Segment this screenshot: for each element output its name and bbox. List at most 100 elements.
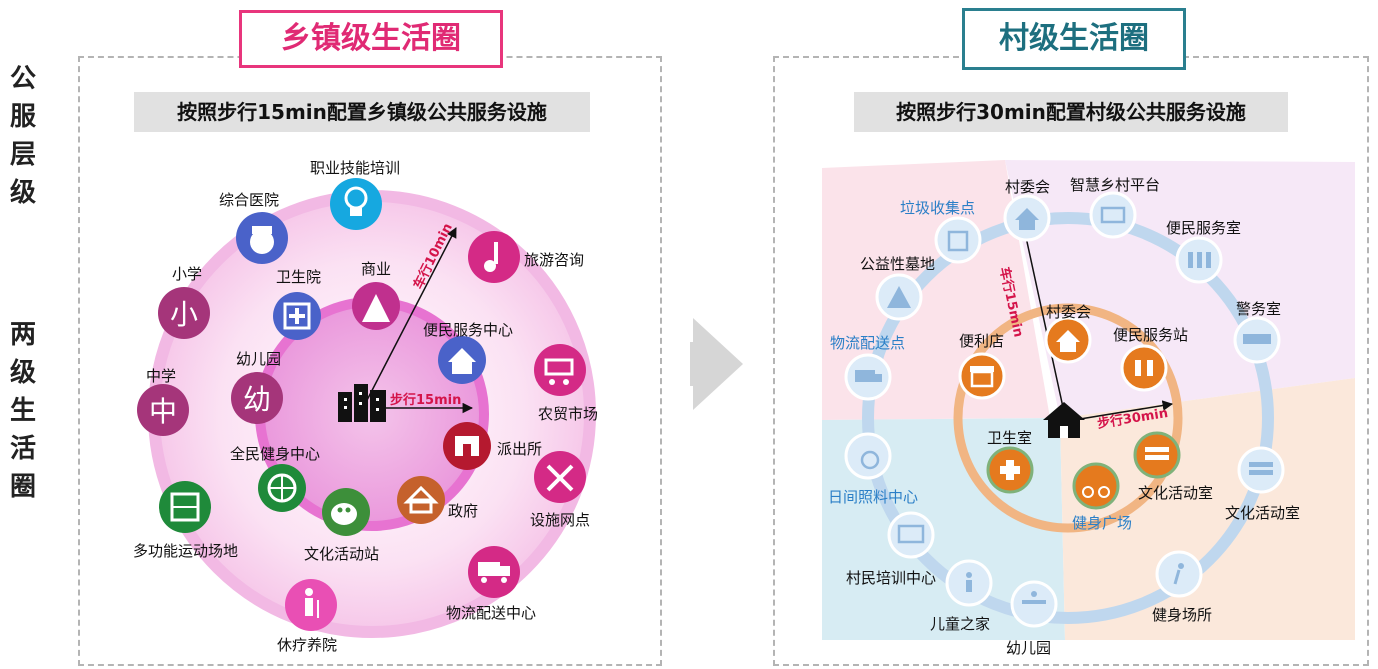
label-training: 村民培训中心 xyxy=(846,569,937,587)
palette-icon xyxy=(322,488,370,536)
transition-arrow-tail xyxy=(690,342,712,386)
hammer-icon xyxy=(534,451,586,503)
medical-cross-icon xyxy=(986,446,1034,494)
house-icon xyxy=(438,336,486,384)
label-sports-field: 多功能运动场地 xyxy=(133,542,239,560)
label-fitness: 健身场所 xyxy=(1152,606,1213,624)
label-logistics: 物流配送中心 xyxy=(446,604,537,622)
label-vocational: 职业技能培训 xyxy=(310,159,401,177)
label-facility: 设施网点 xyxy=(530,511,591,529)
label-delivery: 物流配送点 xyxy=(830,334,906,352)
label-hospital: 综合医院 xyxy=(219,191,280,209)
child-icon xyxy=(945,559,993,607)
cart-icon xyxy=(534,344,586,396)
label-tourism: 旅游咨询 xyxy=(524,251,585,269)
side-char: 级 xyxy=(9,178,36,208)
delivery-truck-icon xyxy=(844,353,892,401)
label-primary: 小学 xyxy=(172,265,203,283)
label-culture-outer: 文化活动室 xyxy=(1225,504,1301,522)
police-car-icon xyxy=(1233,316,1281,364)
books-icon xyxy=(1133,431,1181,479)
side-char: 生 xyxy=(9,396,36,426)
committee-inner-icon xyxy=(1044,316,1092,364)
label-service-station: 便民服务站 xyxy=(1113,326,1189,344)
label-service-center: 便民服务中心 xyxy=(423,321,514,339)
village-subtitle: 按照步行30min配置村级公共服务设施 xyxy=(854,92,1288,132)
police-station-icon xyxy=(443,422,491,470)
government-house-icon xyxy=(397,476,445,524)
label-nursing: 休疗养院 xyxy=(277,636,338,654)
village-drive-arrow xyxy=(1020,226,1065,413)
label-committee-outer: 村委会 xyxy=(1005,178,1051,196)
truck-icon xyxy=(468,546,520,598)
village-title: 村级生活圈 xyxy=(962,8,1186,70)
side-char: 圈 xyxy=(9,472,36,502)
label-cemetery: 公益性墓地 xyxy=(860,255,936,273)
township-subtitle: 按照步行15min配置乡镇级公共服务设施 xyxy=(134,92,590,132)
side-char: 公 xyxy=(9,64,36,94)
side-char: 级 xyxy=(9,358,36,388)
label-fitness-center: 全民健身中心 xyxy=(230,445,321,463)
nurse-icon xyxy=(236,212,288,264)
label-kindergarten-village: 幼儿园 xyxy=(1006,639,1052,657)
suit-icon xyxy=(352,282,400,330)
bicycle-icon xyxy=(1072,462,1120,510)
bulb-icon xyxy=(330,178,382,230)
label-clinic: 卫生院 xyxy=(276,268,322,286)
middle-glyph: 中 xyxy=(149,395,177,428)
store-icon xyxy=(958,352,1006,400)
side-char: 活 xyxy=(9,434,36,464)
people-icon xyxy=(1175,236,1223,284)
kindergarten-icon: 幼 xyxy=(231,372,283,424)
label-kindergarten: 幼儿园 xyxy=(236,350,282,368)
label-police: 派出所 xyxy=(497,440,543,458)
recycle-icon xyxy=(934,216,982,264)
label-government: 政府 xyxy=(448,502,479,520)
basketball-icon xyxy=(258,464,306,512)
service-station-icon xyxy=(1120,344,1168,392)
training-board-icon xyxy=(887,511,935,559)
label-service-room: 便民服务室 xyxy=(1166,219,1242,237)
runner-icon xyxy=(1155,550,1203,598)
clinic-icon xyxy=(273,292,321,340)
village-outer-ring xyxy=(862,212,1274,624)
label-commerce: 商业 xyxy=(361,260,392,278)
town-building-icon xyxy=(338,384,386,422)
primary-glyph: 小 xyxy=(170,298,198,331)
desk-icon xyxy=(1010,580,1058,628)
primary-school-icon: 小 xyxy=(158,287,210,339)
tent-icon xyxy=(875,273,923,321)
label-garbage: 垃圾收集点 xyxy=(900,199,976,217)
committee-outer-icon xyxy=(1003,194,1051,242)
kindergarten-glyph: 幼 xyxy=(243,383,271,416)
elderly-icon xyxy=(285,579,337,631)
label-culture: 文化活动站 xyxy=(304,545,380,563)
music-note-icon xyxy=(468,231,520,283)
side-char: 服 xyxy=(9,102,36,132)
township-title: 乡镇级生活圈 xyxy=(239,10,503,68)
label-smart: 智慧乡村平台 xyxy=(1070,176,1161,194)
side-char: 层 xyxy=(9,140,36,170)
drive-arrow xyxy=(364,227,457,405)
label-committee: 村委会 xyxy=(1046,303,1092,321)
books-stack-icon xyxy=(1237,446,1285,494)
label-clinic-room: 卫生室 xyxy=(987,429,1033,447)
side-label-bottom: 两 级 生 活 圈 xyxy=(8,316,38,506)
smart-platform-icon xyxy=(1089,191,1137,239)
label-daycare: 日间照料中心 xyxy=(828,488,919,506)
label-middle: 中学 xyxy=(146,367,177,385)
left-walk-label: 步行15min xyxy=(390,393,462,408)
label-market: 农贸市场 xyxy=(538,405,599,423)
label-convenience: 便利店 xyxy=(959,332,1005,350)
label-police-room: 警务室 xyxy=(1236,300,1282,318)
field-icon xyxy=(159,481,211,533)
label-children: 儿童之家 xyxy=(930,615,991,633)
village-walk-arrow xyxy=(1073,400,1174,421)
wheelchair-icon xyxy=(844,432,892,480)
side-label-top: 公 服 层 级 xyxy=(8,60,38,212)
middle-school-icon: 中 xyxy=(137,384,189,436)
side-char: 两 xyxy=(9,320,36,350)
label-square: 健身广场 xyxy=(1072,514,1133,532)
village-inner-ring xyxy=(953,303,1183,533)
